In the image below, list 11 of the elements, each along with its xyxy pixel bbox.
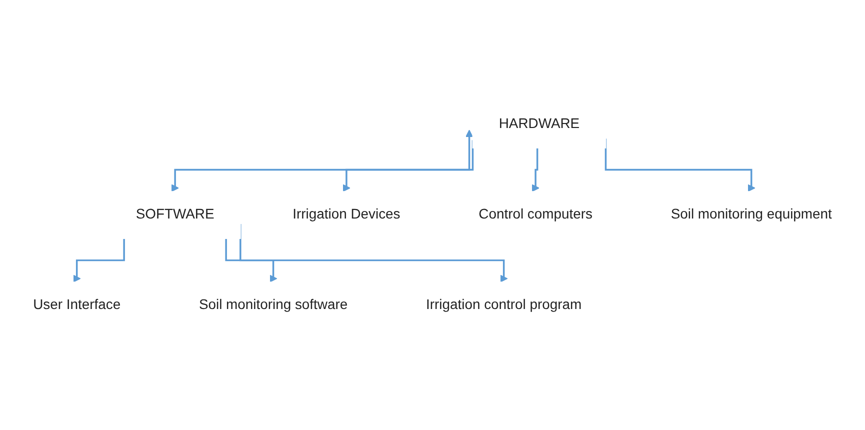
node-text: Irrigation Devices xyxy=(292,207,400,222)
node-text: SOFTWARE xyxy=(136,207,214,222)
arrow xyxy=(171,130,474,192)
node-text: Soil monitoring software xyxy=(198,298,348,313)
node-text: User Interface xyxy=(33,298,121,313)
node-text: Irrigation control program xyxy=(426,298,582,313)
arrow xyxy=(73,238,125,282)
arrow xyxy=(225,238,278,282)
node-text: Soil monitoring equipment xyxy=(670,207,832,222)
node-text: Control computers xyxy=(478,207,592,222)
arrow xyxy=(532,148,540,192)
